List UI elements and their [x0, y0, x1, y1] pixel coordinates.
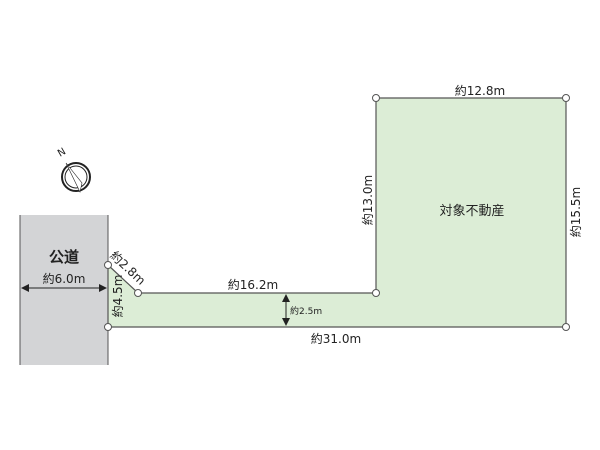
compass-label: N [56, 146, 68, 159]
vertex [104, 261, 112, 269]
vertex [104, 323, 112, 331]
north-arrow-icon: N [56, 146, 91, 193]
dim-strip-top: 約16.2m [228, 277, 278, 292]
vertex-markers [104, 94, 570, 331]
dim-top: 約12.8m [455, 83, 505, 98]
dim-right: 約15.5m [568, 187, 583, 237]
property-lot [107, 97, 567, 328]
dim-bottom: 約31.0m [311, 331, 361, 346]
dim-frontage: 約4.5m [110, 275, 125, 318]
vertex [562, 323, 570, 331]
dim-inner-left: 約13.0m [360, 175, 375, 225]
road-label: 公道 [49, 248, 79, 266]
dim-strip-width: 約2.5m [290, 305, 322, 317]
vertex [372, 289, 380, 297]
vertex [372, 94, 380, 102]
vertex [134, 289, 142, 297]
vertex [562, 94, 570, 102]
property-label: 対象不動産 [439, 203, 504, 219]
public-road [20, 215, 108, 365]
road-width-label: 約6.0m [43, 271, 86, 286]
